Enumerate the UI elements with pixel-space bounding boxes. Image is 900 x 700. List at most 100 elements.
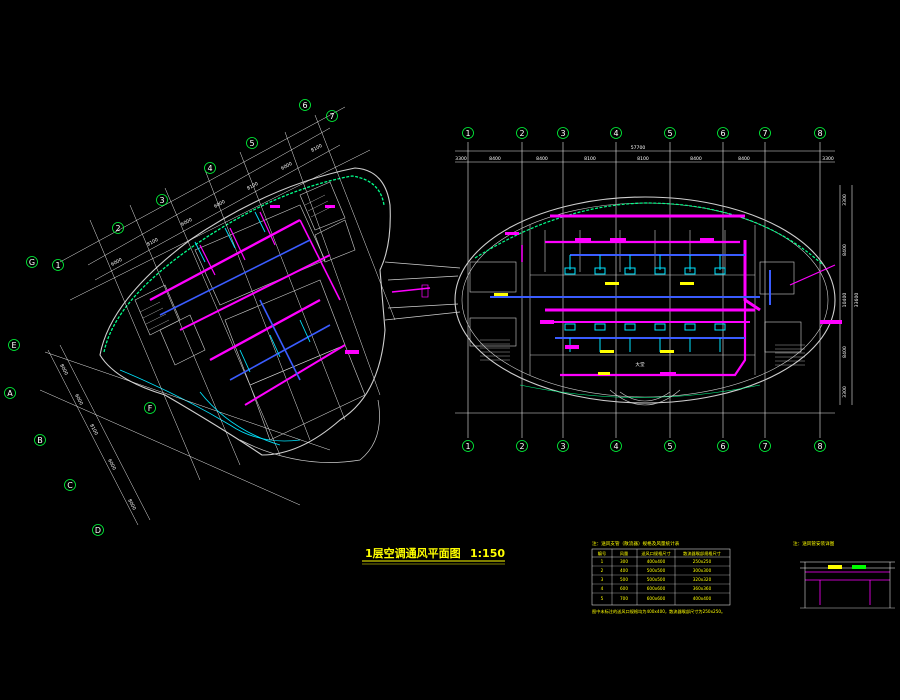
left-dim-left-2: 6000 bbox=[73, 393, 84, 406]
dim-top-7: 8400 bbox=[738, 156, 750, 162]
svg-text:3: 3 bbox=[560, 442, 565, 451]
right-plan-grid-bubbles-top: 1 2 3 4 5 6 7 8 bbox=[462, 127, 826, 139]
schedule-header-no: 编号 bbox=[598, 550, 606, 557]
duct-install-detail: 注：送风管安装详图 bbox=[793, 540, 895, 609]
right-plan-branch-ducts bbox=[564, 255, 726, 352]
schedule-footnote: 图中未标注的送风口规格均为400x400，散流器喉部尺寸为250x250。 bbox=[592, 608, 725, 615]
left-bubble-4: 4 bbox=[204, 162, 216, 174]
grid-bubble-top-8: 8 bbox=[814, 127, 826, 139]
svg-text:B: B bbox=[37, 436, 43, 445]
left-bubble-5: 5 bbox=[246, 137, 258, 149]
svg-text:5: 5 bbox=[667, 442, 672, 451]
schedule-row1-flow: 300 bbox=[620, 559, 628, 564]
right-plan-supply-ducts bbox=[521, 214, 836, 377]
right-plan-duct-tags bbox=[505, 232, 842, 376]
left-dim-upper-6: 6000 bbox=[280, 161, 293, 172]
dim-total-top: 57700 bbox=[631, 145, 646, 151]
svg-text:5: 5 bbox=[667, 129, 672, 138]
left-bubble-3: 3 bbox=[156, 194, 168, 206]
schedule-row5-no: 5 bbox=[601, 596, 604, 601]
right-plan-stairs bbox=[480, 339, 805, 366]
svg-text:4: 4 bbox=[613, 129, 618, 138]
svg-text:4: 4 bbox=[613, 442, 618, 451]
schedule-row2-flow: 400 bbox=[620, 568, 628, 573]
dim-top-6: 8400 bbox=[690, 156, 702, 162]
left-plan-green-outline bbox=[103, 175, 385, 353]
schedule-row3-no: 3 bbox=[601, 577, 604, 582]
left-dim-upper-1: 6000 bbox=[110, 257, 123, 268]
left-bubble-e: E bbox=[8, 339, 20, 351]
dim-right-1: 3300 bbox=[842, 194, 848, 206]
left-plan-grid-lines bbox=[39, 106, 396, 506]
grid-bubble-top-2: 2 bbox=[516, 127, 528, 139]
right-plan-grid-lines bbox=[467, 142, 821, 438]
grid-bubble-bottom-5: 5 bbox=[664, 440, 676, 452]
left-bubble-b: B bbox=[34, 434, 46, 446]
left-plan-grid-bubbles-left: A B C D E F G bbox=[4, 256, 156, 536]
dim-right-total: 33600 bbox=[854, 293, 860, 308]
dim-right-3: 10400 bbox=[842, 293, 848, 308]
left-plan-lower-shell bbox=[239, 399, 380, 463]
left-plan-stairs bbox=[139, 194, 332, 331]
schedule-row4-throat: 360x360 bbox=[693, 586, 712, 591]
svg-text:3: 3 bbox=[560, 129, 565, 138]
svg-text:4: 4 bbox=[207, 164, 212, 173]
room-label-lobby: 大堂 bbox=[635, 361, 645, 368]
left-bubble-a: A bbox=[4, 387, 16, 399]
grid-bubble-bottom-8: 8 bbox=[814, 440, 826, 452]
left-bubble-c: C bbox=[64, 479, 76, 491]
right-floor-plan: 57700 3300 8400 8400 8100 8100 8400 8400… bbox=[454, 127, 860, 452]
grid-bubble-bottom-3: 3 bbox=[557, 440, 569, 452]
dim-top-1: 3300 bbox=[455, 156, 467, 162]
grid-bubble-bottom-1: 1 bbox=[462, 440, 474, 452]
dim-top-4: 8100 bbox=[584, 156, 596, 162]
dim-right-5: 3300 bbox=[842, 386, 848, 398]
right-plan-green-outline bbox=[474, 202, 824, 266]
right-plan-return-ducts bbox=[490, 254, 771, 339]
schedule-header-flow: 风量 bbox=[620, 550, 628, 557]
svg-text:5: 5 bbox=[249, 139, 254, 148]
svg-text:G: G bbox=[29, 258, 35, 267]
left-bubble-g: G bbox=[26, 256, 38, 268]
left-plan-dimension-chain: 6000 8100 6000 6000 8100 6000 8100 8000 … bbox=[47, 127, 341, 526]
svg-text:8: 8 bbox=[817, 442, 822, 451]
grid-bubble-top-6: 6 bbox=[717, 127, 729, 139]
svg-text:1: 1 bbox=[465, 442, 470, 451]
svg-text:6: 6 bbox=[302, 101, 307, 110]
schedule-caption: 注：送风支管（散流器）规格及风量统计表 bbox=[592, 540, 680, 547]
schedule-row2-no: 2 bbox=[601, 568, 604, 573]
left-dim-upper-7: 8100 bbox=[310, 143, 323, 154]
schedule-row5-outlet: 600x600 bbox=[647, 596, 666, 601]
svg-text:3: 3 bbox=[159, 196, 164, 205]
schedule-row2-throat: 300x300 bbox=[693, 568, 712, 573]
schedule-row4-no: 4 bbox=[601, 586, 604, 591]
svg-text:A: A bbox=[7, 389, 13, 398]
grid-bubble-bottom-6: 6 bbox=[717, 440, 729, 452]
drawing-title: 1层空调通风平面图 bbox=[365, 546, 461, 560]
air-outlet-schedule: 注：送风支管（散流器）规格及风量统计表 编号 风量 送风口规格尺寸 散流器喉部规… bbox=[591, 540, 731, 615]
right-plan-side-dimensions: 33600 3300 8400 10400 8400 3300 bbox=[839, 185, 860, 405]
left-plan-duct-tags bbox=[270, 205, 359, 354]
link-corridor bbox=[384, 261, 461, 321]
dim-top-2: 8400 bbox=[489, 156, 501, 162]
right-plan-outer-wall bbox=[454, 196, 836, 404]
left-bubble-6: 6 bbox=[299, 99, 311, 111]
svg-text:C: C bbox=[67, 481, 73, 490]
grid-bubble-top-7: 7 bbox=[759, 127, 771, 139]
grid-bubble-bottom-7: 7 bbox=[759, 440, 771, 452]
right-plan-top-dimensions: 57700 3300 8400 8400 8100 8100 8400 8400… bbox=[455, 145, 835, 163]
schedule-row3-throat: 320x320 bbox=[693, 577, 712, 582]
svg-text:1: 1 bbox=[465, 129, 470, 138]
left-dim-left-4: 6000 bbox=[106, 458, 117, 471]
grid-bubble-top-1: 1 bbox=[462, 127, 474, 139]
svg-text:6: 6 bbox=[720, 129, 725, 138]
left-plan-return-ducts bbox=[159, 239, 331, 381]
right-plan-green-outline-bottom bbox=[519, 384, 761, 398]
schedule-row3-outlet: 500x500 bbox=[647, 577, 666, 582]
left-floor-plan: 6000 8100 6000 6000 8100 6000 8100 8000 … bbox=[4, 99, 396, 536]
dim-top-3: 8400 bbox=[536, 156, 548, 162]
schedule-header-outlet: 送风口规格尺寸 bbox=[641, 550, 670, 557]
svg-text:D: D bbox=[95, 526, 101, 535]
svg-text:6: 6 bbox=[720, 442, 725, 451]
